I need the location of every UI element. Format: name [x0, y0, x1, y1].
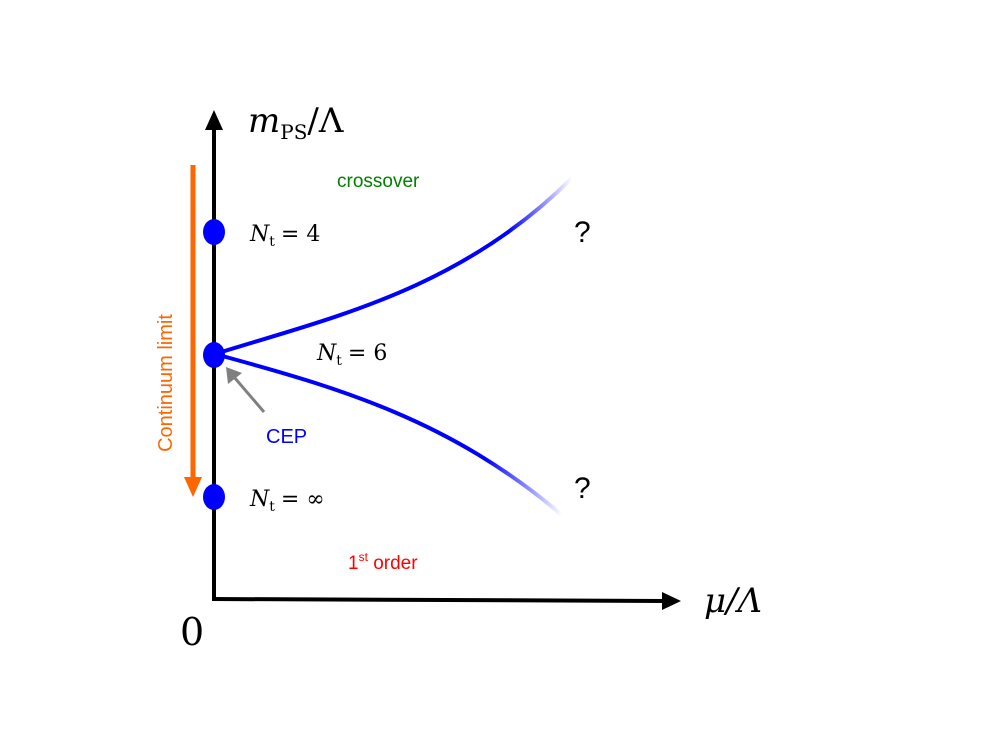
- x-axis-label: μ/Λ: [704, 581, 762, 621]
- label-nt-infinity: Nt= ∞: [249, 487, 325, 515]
- x-axis: [211, 597, 667, 603]
- first-order-label: 1st order: [348, 550, 418, 574]
- point-nt-infinity: [203, 484, 225, 510]
- point-nt6-cep: [203, 342, 225, 368]
- y-axis-arrowhead: [205, 110, 223, 130]
- cep-label: CEP: [266, 426, 307, 448]
- y-axis-label: mPS/Λ: [248, 101, 344, 144]
- x-axis-arrowhead: [662, 592, 681, 610]
- cep-pointer-arrow: [232, 376, 266, 413]
- question-mark-lower: ?: [574, 472, 591, 505]
- lower-boundary-curve: [214, 352, 564, 517]
- point-nt4: [203, 219, 225, 245]
- label-nt6: Nt= 6: [316, 341, 387, 369]
- continuum-limit-arrowhead: [184, 477, 202, 497]
- question-mark-upper: ?: [574, 216, 591, 249]
- crossover-label: crossover: [337, 171, 420, 192]
- upper-boundary-curve: [214, 176, 574, 356]
- continuum-limit-label: Continuum limit: [155, 314, 177, 452]
- origin-label: 0: [180, 610, 204, 654]
- label-nt4: Nt= 4: [249, 222, 320, 250]
- cep-pointer-arrowhead: [226, 367, 242, 384]
